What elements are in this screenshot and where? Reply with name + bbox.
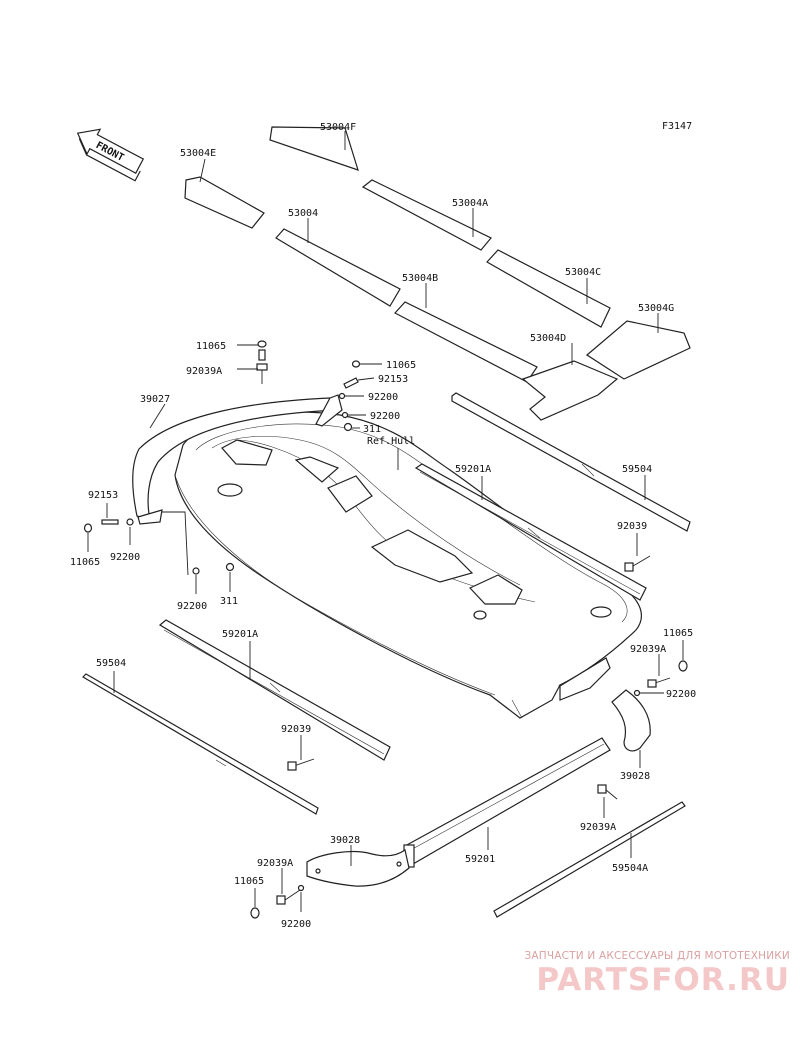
bumper-39027 bbox=[132, 394, 343, 525]
label-39027: 39027 bbox=[140, 394, 170, 405]
label-11065-b: 11065 bbox=[386, 360, 416, 371]
rail-59504-left bbox=[82, 671, 319, 815]
label-92039-b: 92039 bbox=[617, 521, 647, 532]
label-92039A-a: 92039A bbox=[186, 366, 222, 377]
rail-59504A bbox=[493, 801, 686, 918]
label-92200-d: 92200 bbox=[177, 601, 207, 612]
label-53004B: 53004B bbox=[402, 273, 438, 284]
label-59201A-a: 59201A bbox=[222, 629, 258, 640]
fastener-group-top-right bbox=[338, 360, 382, 432]
watermark-logo: PARTSFOR.RU bbox=[536, 962, 790, 998]
rail-59504-right bbox=[451, 392, 691, 532]
label-53004: 53004 bbox=[288, 208, 318, 219]
label-53004G: 53004G bbox=[638, 303, 674, 314]
mat-53004E bbox=[184, 158, 265, 229]
label-11065-c: 11065 bbox=[70, 557, 100, 568]
label-39028-a: 39028 bbox=[620, 771, 650, 782]
label-ref-hull: Ref.Hull bbox=[367, 436, 415, 447]
mat-53004B bbox=[394, 283, 538, 383]
rivet-92039-left bbox=[287, 735, 315, 771]
rail-59201A-right bbox=[414, 463, 647, 601]
label-92153-b: 92153 bbox=[88, 490, 118, 501]
label-53004D: 53004D bbox=[530, 333, 566, 344]
mat-53004F bbox=[269, 126, 359, 171]
mat-53004G bbox=[585, 313, 691, 380]
rivet-92039-right bbox=[624, 533, 651, 572]
mat-53004C bbox=[486, 249, 611, 328]
label-92200-e: 92200 bbox=[666, 689, 696, 700]
label-59504A: 59504A bbox=[612, 863, 648, 874]
mat-53004D bbox=[521, 343, 619, 421]
label-92200-f: 92200 bbox=[281, 919, 311, 930]
bumper-39028-right bbox=[611, 689, 651, 768]
fastener-group-lower-left bbox=[250, 868, 305, 919]
label-92153-a: 92153 bbox=[378, 374, 408, 385]
label-59504-b: 59504 bbox=[622, 464, 652, 475]
label-53004E: 53004E bbox=[180, 148, 216, 159]
label-11065-e: 11065 bbox=[234, 876, 264, 887]
label-92039-a: 92039 bbox=[281, 724, 311, 735]
watermark-subtitle: ЗАПЧАСТИ И АКСЕССУАРЫ ДЛЯ МОТОТЕХНИКИ bbox=[524, 950, 790, 962]
rail-59201 bbox=[403, 737, 611, 868]
mat-53004 bbox=[275, 218, 401, 307]
label-11065-a: 11065 bbox=[196, 341, 226, 352]
label-92200-a: 92200 bbox=[368, 392, 398, 403]
label-311-b: 311 bbox=[220, 596, 238, 607]
label-92039A-c: 92039A bbox=[580, 822, 616, 833]
label-92039A-b: 92039A bbox=[630, 644, 666, 655]
fastener-group-left bbox=[83, 503, 235, 594]
fastener-group-top-left bbox=[237, 340, 268, 384]
label-59201: 59201 bbox=[465, 854, 495, 865]
label-53004A: 53004A bbox=[452, 198, 488, 209]
rivet-92039A-lower bbox=[597, 784, 618, 818]
label-59201A-b: 59201A bbox=[455, 464, 491, 475]
label-311-a: 311 bbox=[363, 424, 381, 435]
label-92200-b: 92200 bbox=[370, 411, 400, 422]
label-39028-b: 39028 bbox=[330, 835, 360, 846]
figure-code: F3147 bbox=[662, 121, 692, 132]
bumper-39028-left bbox=[306, 845, 410, 887]
label-59504-a: 59504 bbox=[96, 658, 126, 669]
label-53004C: 53004C bbox=[565, 267, 601, 278]
hull bbox=[174, 411, 642, 719]
fastener-group-right-rear bbox=[633, 640, 688, 697]
mat-53004A bbox=[361, 179, 492, 251]
label-92200-c: 92200 bbox=[110, 552, 140, 563]
label-92039A-d: 92039A bbox=[257, 858, 293, 869]
rail-59201A-left bbox=[158, 619, 391, 761]
label-53004F: 53004F bbox=[320, 122, 356, 133]
label-11065-d: 11065 bbox=[663, 628, 693, 639]
front-arrow-icon: FRONT bbox=[76, 128, 145, 182]
